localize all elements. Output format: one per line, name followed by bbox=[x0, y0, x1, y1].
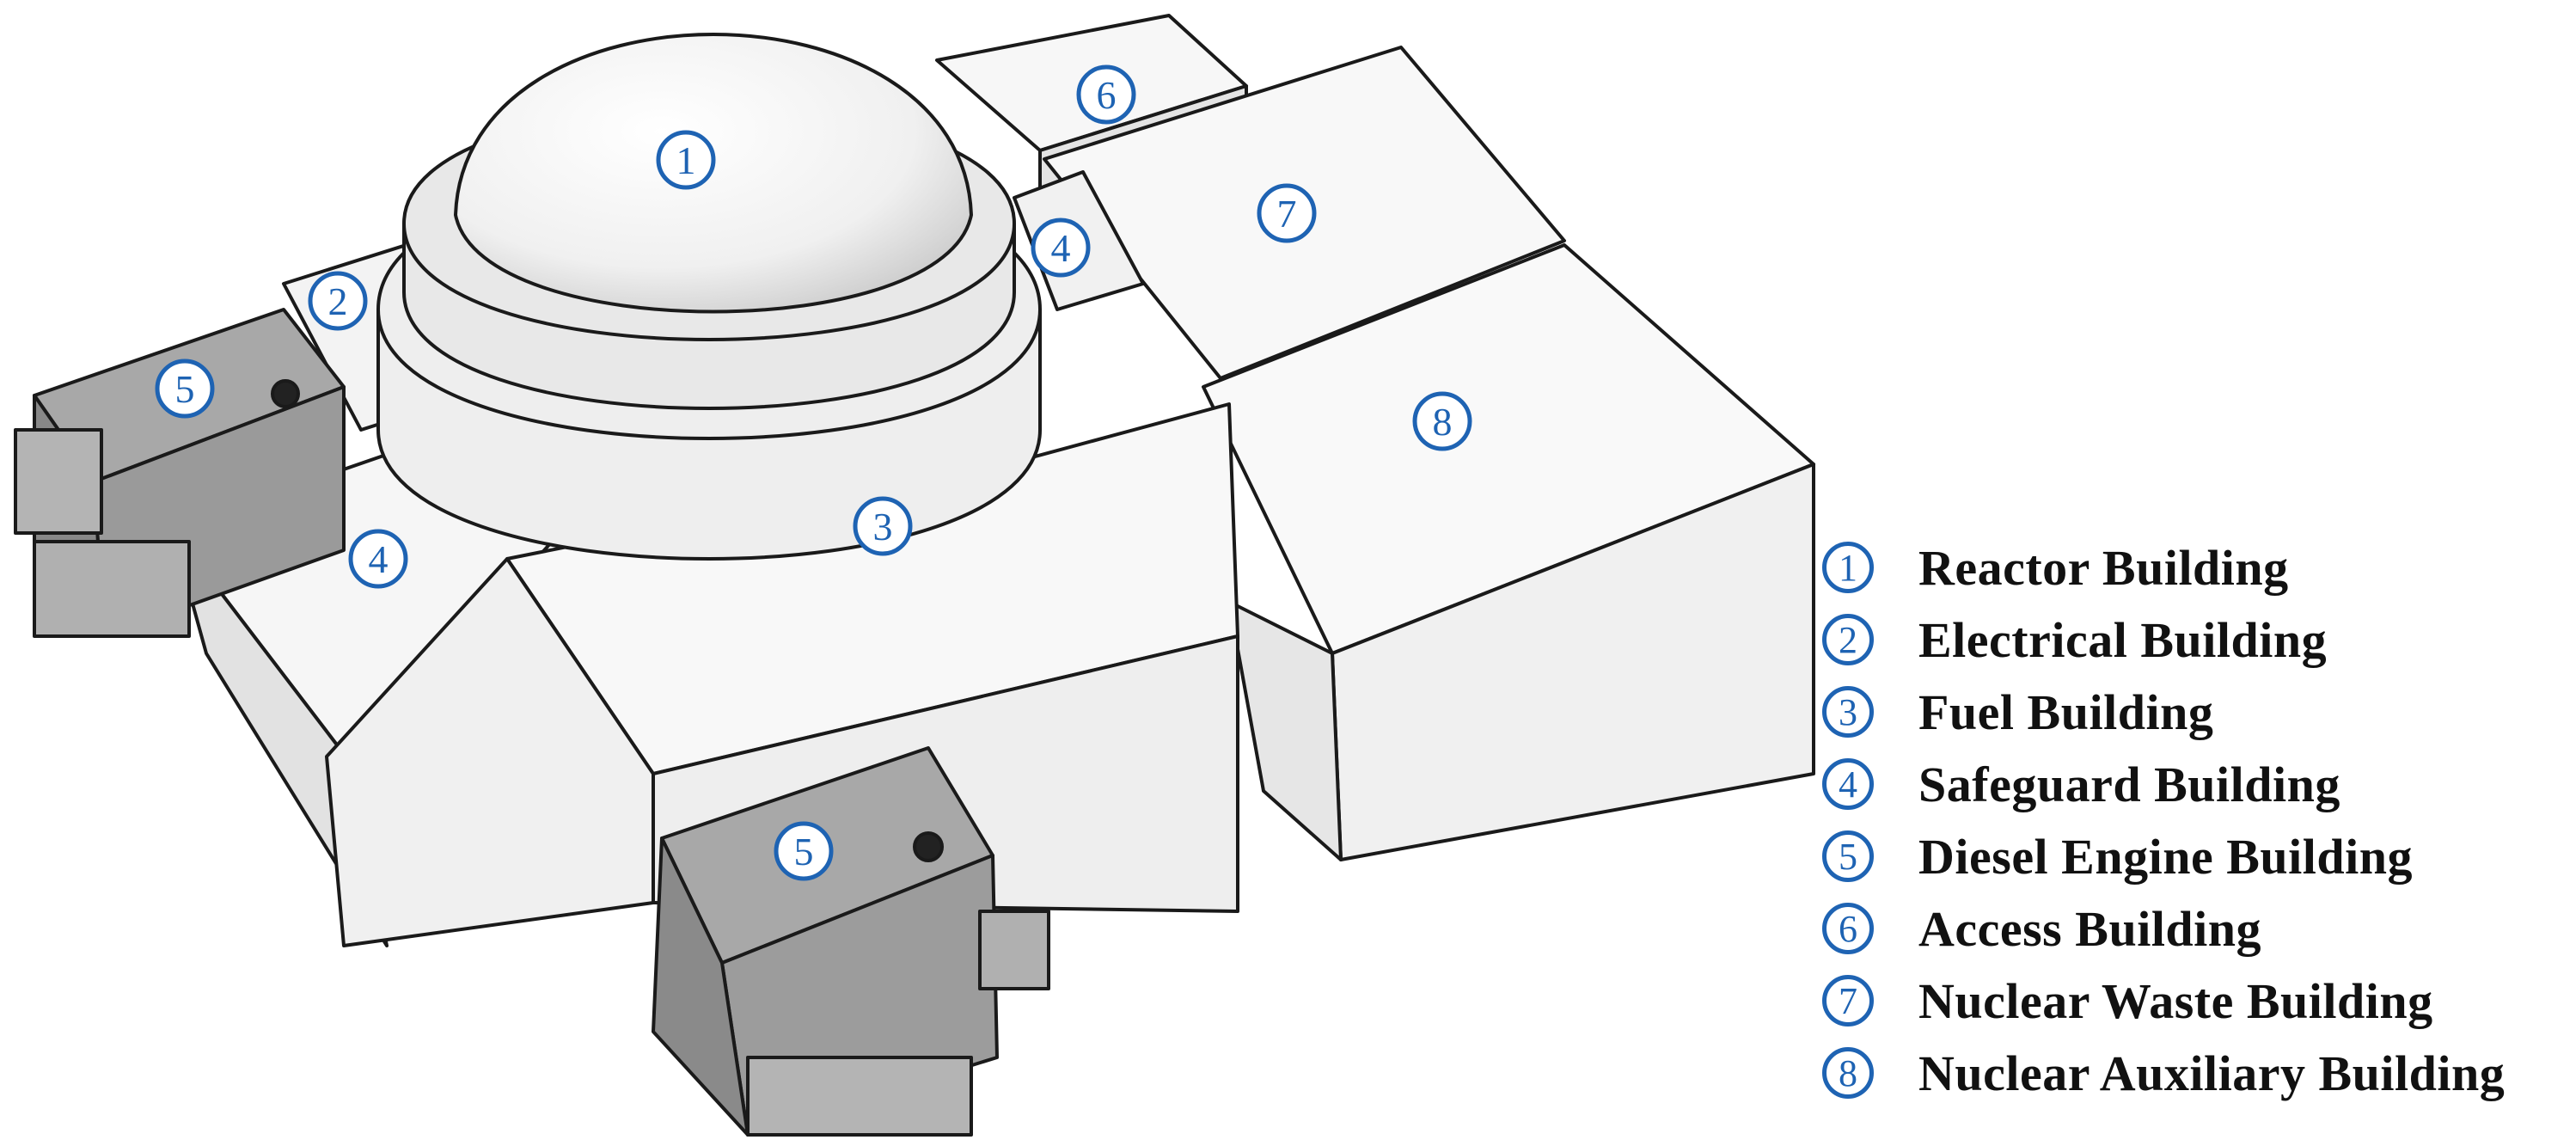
svg-text:3: 3 bbox=[873, 505, 893, 548]
svg-text:1: 1 bbox=[676, 138, 696, 182]
legend-item: 7 Nuclear Waste Building bbox=[1822, 966, 2433, 1035]
legend-label: Diesel Engine Building bbox=[1918, 828, 2414, 885]
svg-text:8: 8 bbox=[1433, 400, 1453, 444]
svg-text:5: 5 bbox=[794, 830, 814, 873]
marker-4-right: 4 bbox=[1031, 218, 1091, 278]
legend-number: 7 bbox=[1822, 975, 1874, 1026]
legend-item: 3 Fuel Building bbox=[1822, 677, 2213, 746]
svg-text:7: 7 bbox=[1277, 192, 1297, 236]
marker-8: 8 bbox=[1412, 391, 1472, 451]
reactor-building bbox=[376, 33, 1042, 561]
marker-5-bottom: 5 bbox=[774, 821, 834, 881]
legend-item: 5 Diesel Engine Building bbox=[1822, 822, 2413, 891]
marker-1: 1 bbox=[656, 130, 716, 190]
legend-number: 4 bbox=[1822, 758, 1874, 810]
marker-3: 3 bbox=[853, 496, 913, 556]
legend-item: 2 Electrical Building bbox=[1822, 605, 2327, 674]
svg-text:6: 6 bbox=[1097, 73, 1117, 117]
svg-text:4: 4 bbox=[369, 537, 389, 581]
legend-item: 1 Reactor Building bbox=[1822, 533, 2289, 602]
nuclear-auxiliary-building bbox=[1202, 243, 1815, 861]
legend-label: Electrical Building bbox=[1918, 611, 2328, 668]
legend-number: 2 bbox=[1822, 614, 1874, 665]
legend-label: Nuclear Waste Building bbox=[1918, 972, 2433, 1029]
marker-6: 6 bbox=[1076, 64, 1136, 125]
svg-text:4: 4 bbox=[1051, 226, 1071, 270]
legend-item: 6 Access Building bbox=[1822, 894, 2261, 963]
svg-text:2: 2 bbox=[328, 279, 348, 323]
svg-text:5: 5 bbox=[175, 367, 195, 411]
legend-number: 1 bbox=[1822, 542, 1874, 593]
legend-item: 4 Safeguard Building bbox=[1822, 750, 2340, 818]
marker-4-left: 4 bbox=[348, 529, 408, 589]
legend-label: Access Building bbox=[1918, 900, 2262, 957]
legend-label: Safeguard Building bbox=[1918, 756, 2340, 812]
legend-number: 5 bbox=[1822, 830, 1874, 882]
marker-5-left: 5 bbox=[155, 359, 215, 419]
legend-label: Fuel Building bbox=[1918, 683, 2214, 740]
legend-label: Nuclear Auxiliary Building bbox=[1918, 1045, 2506, 1101]
legend-item: 8 Nuclear Auxiliary Building bbox=[1822, 1039, 2505, 1107]
building-markers: 1 2 3 4 4 5 5 6 bbox=[155, 64, 1472, 881]
legend-label: Reactor Building bbox=[1918, 539, 2289, 596]
marker-7: 7 bbox=[1257, 183, 1317, 243]
marker-2: 2 bbox=[308, 271, 368, 331]
legend-number: 8 bbox=[1822, 1047, 1874, 1099]
legend-number: 6 bbox=[1822, 903, 1874, 954]
diesel-building-left bbox=[14, 308, 346, 638]
legend-number: 3 bbox=[1822, 686, 1874, 738]
